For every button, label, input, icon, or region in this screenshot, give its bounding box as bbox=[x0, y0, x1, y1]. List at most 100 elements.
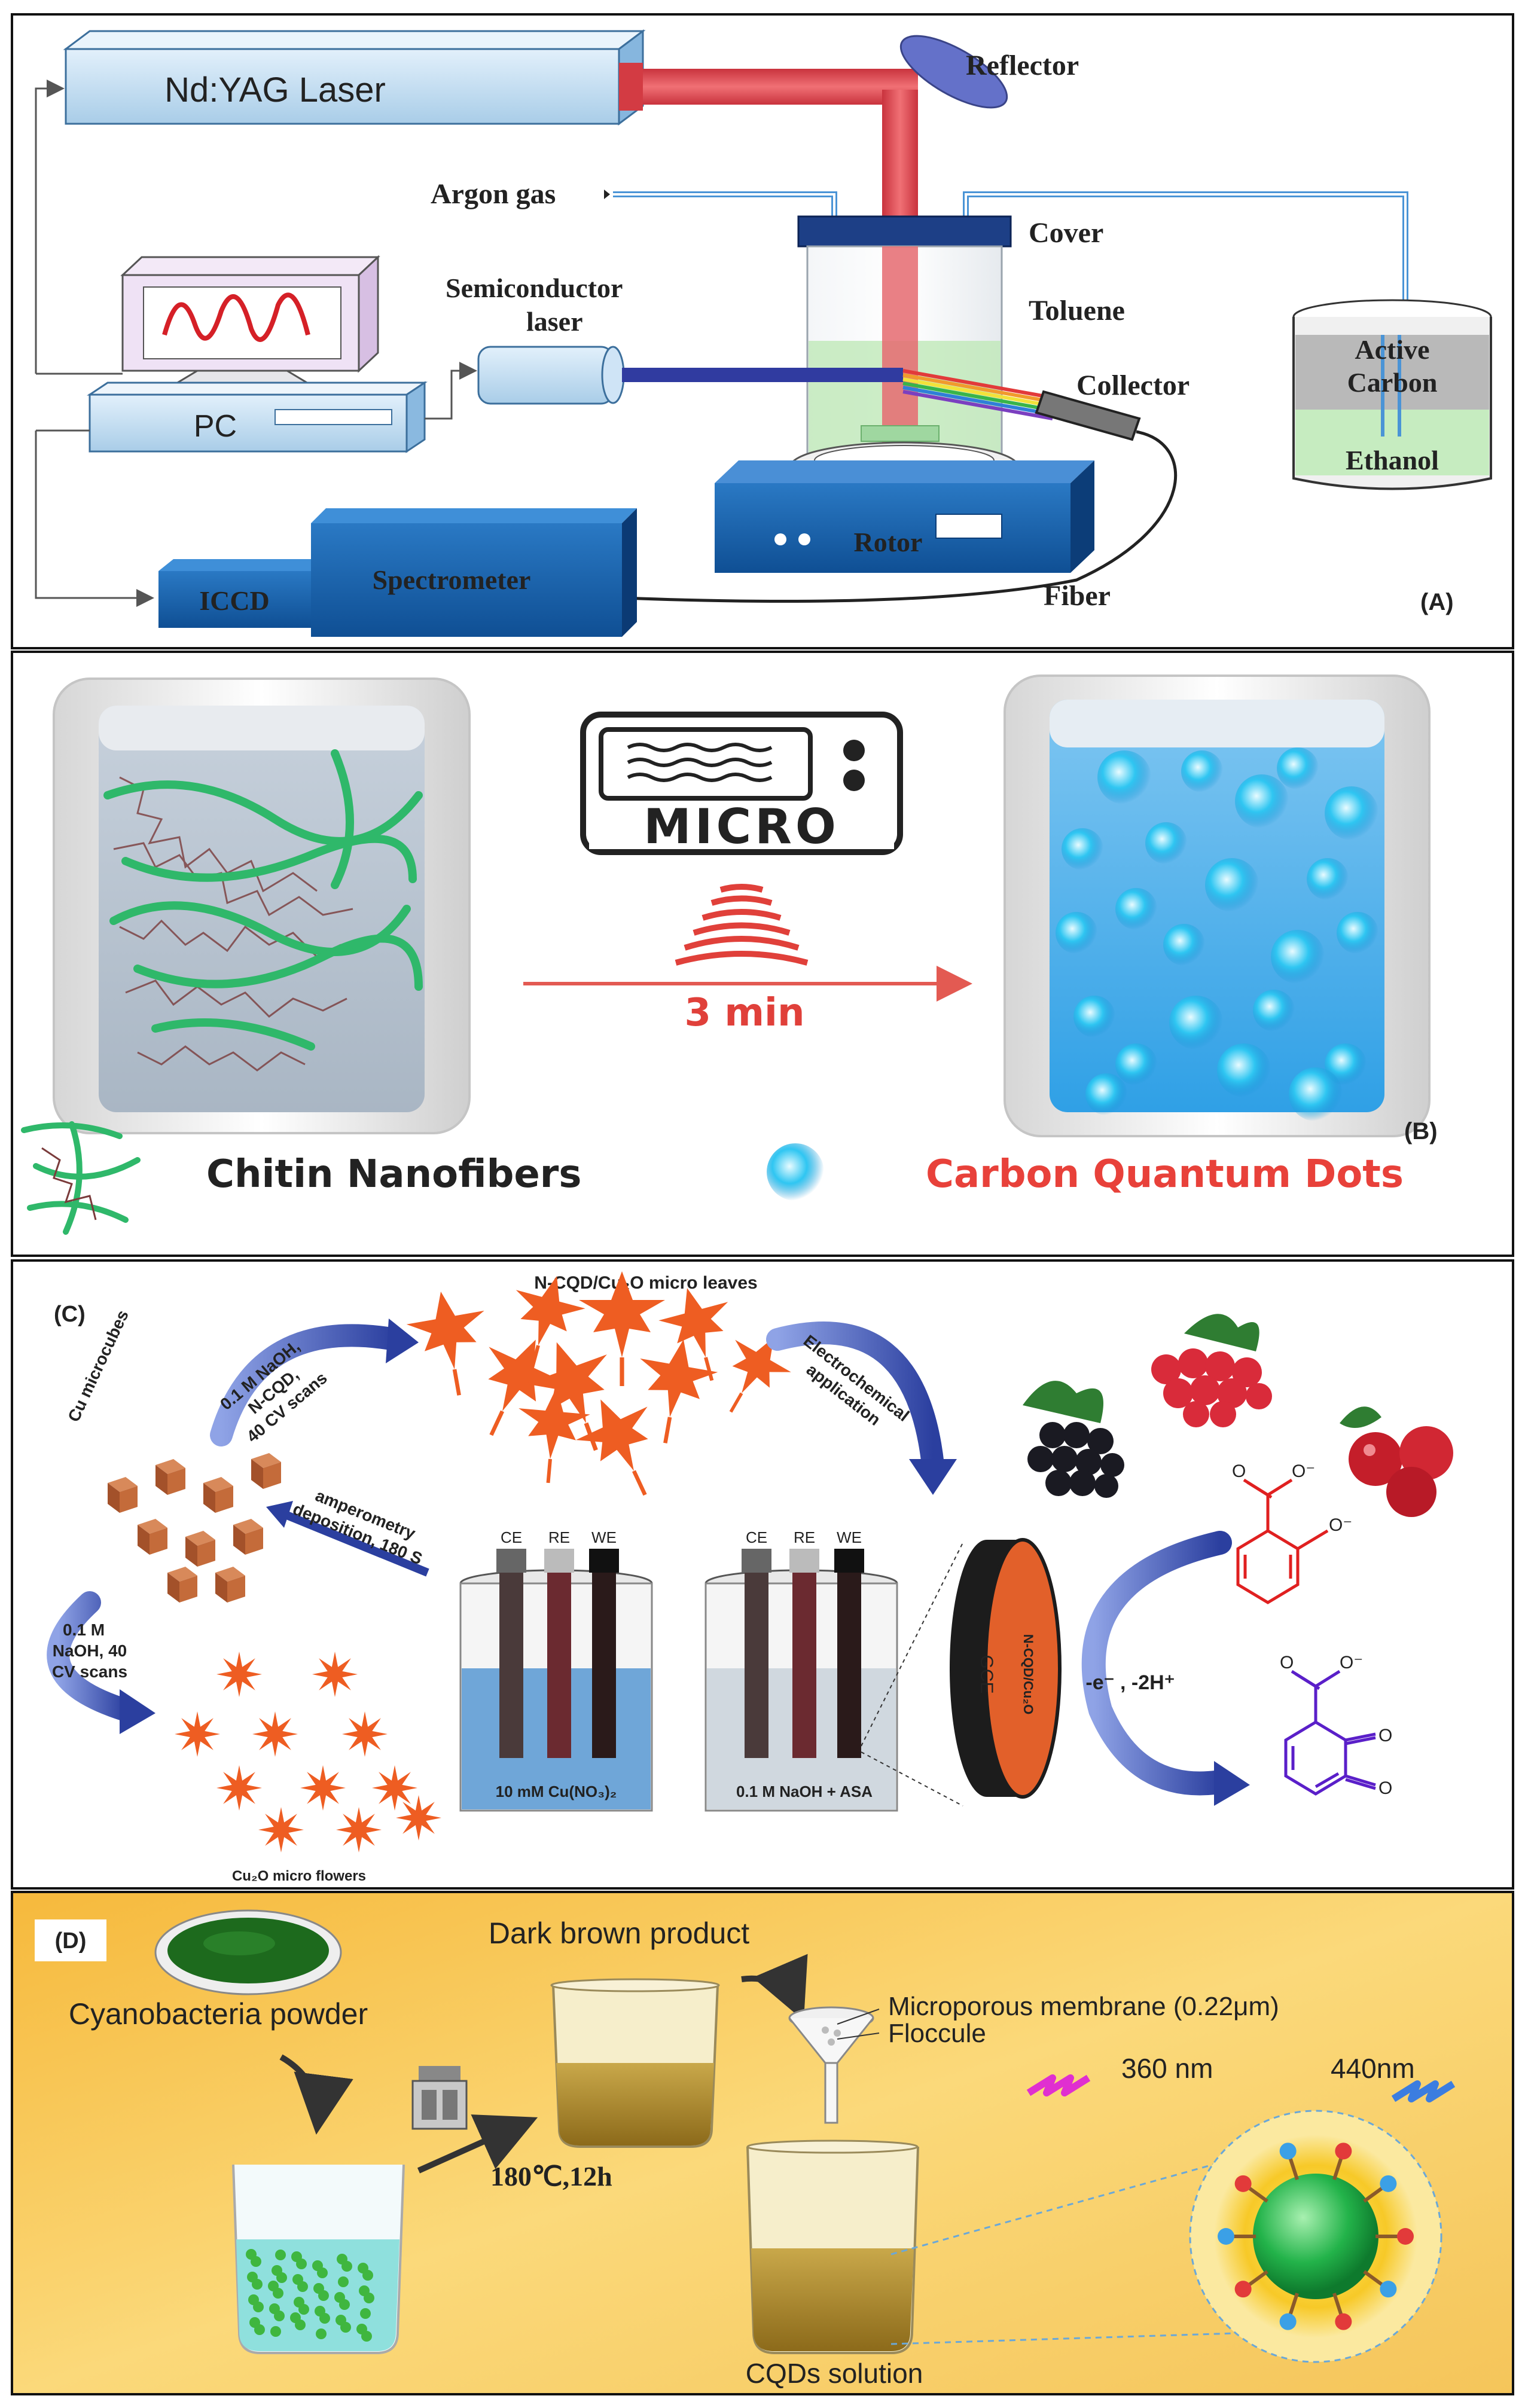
cube bbox=[138, 1519, 167, 1555]
cell-1: CE RE WE 10 mM Cu(NO₃)₂ bbox=[459, 1528, 653, 1812]
particle bbox=[276, 2272, 287, 2283]
particle bbox=[364, 2293, 374, 2303]
cu2o-micro-flowers bbox=[175, 1652, 441, 1852]
cube bbox=[108, 1477, 138, 1513]
leaves-title: N-CQD/Cu₂O micro leaves bbox=[534, 1273, 757, 1293]
pc-laser-link bbox=[35, 80, 65, 374]
cube bbox=[167, 1567, 197, 1603]
flowers-label: Cu₂O micro flowers bbox=[232, 1868, 366, 1884]
arrow-electrochemical bbox=[766, 1321, 944, 1476]
salicylate-o2: O⁻ bbox=[1292, 1461, 1315, 1481]
cover-label: Cover bbox=[1029, 217, 1103, 249]
salicylate-o3: O⁻ bbox=[1329, 1515, 1352, 1535]
particle bbox=[339, 2299, 350, 2310]
reflector-label: Reflector bbox=[966, 50, 1079, 81]
leaf bbox=[526, 1342, 607, 1451]
rotor-label: Rotor bbox=[854, 527, 923, 557]
beaker-mix bbox=[232, 2164, 405, 2354]
cqd-dot bbox=[1235, 774, 1289, 828]
cell1-ce: CE bbox=[501, 1528, 522, 1546]
semiconductor-label-2: laser bbox=[526, 306, 583, 337]
cell-2: CE RE WE 0.1 M NaOH + ASA bbox=[704, 1528, 898, 1812]
fiber-line bbox=[624, 430, 1178, 603]
fiber-label: Fiber bbox=[1044, 580, 1111, 612]
flower bbox=[372, 1765, 417, 1811]
carbon-label: Carbon bbox=[1347, 367, 1438, 398]
panel-b: MICRO 3 min bbox=[11, 651, 1514, 1257]
particle bbox=[298, 2304, 309, 2315]
emission-icon bbox=[1391, 2080, 1456, 2102]
salicylate-o1: O bbox=[1232, 1461, 1246, 1481]
flower bbox=[396, 1795, 441, 1841]
cqd-sphere bbox=[1253, 2174, 1378, 2299]
leaf bbox=[658, 1288, 728, 1381]
leaf bbox=[488, 1339, 561, 1436]
cell2-we: WE bbox=[837, 1528, 862, 1546]
quinone-o1: O bbox=[1280, 1653, 1294, 1673]
ligand-atom bbox=[1279, 2313, 1297, 2330]
particle bbox=[273, 2288, 283, 2299]
particle bbox=[340, 2322, 351, 2333]
cube bbox=[233, 1519, 263, 1555]
cell2-re: RE bbox=[794, 1528, 815, 1546]
cqd-dot bbox=[1277, 747, 1319, 789]
ligand-atom bbox=[1234, 2281, 1252, 2298]
particle bbox=[270, 2326, 281, 2337]
collector-label: Collector bbox=[1076, 370, 1190, 401]
laser-beam-horizontal bbox=[643, 69, 918, 105]
floccule-label: Floccule bbox=[888, 2019, 986, 2048]
nm440-label: 440nm bbox=[1331, 2053, 1415, 2084]
collector bbox=[902, 369, 1141, 441]
ligand-atom bbox=[1380, 2281, 1397, 2298]
particle bbox=[297, 2281, 308, 2292]
petri-dish bbox=[154, 1909, 342, 1995]
temp-label: 180℃,12h bbox=[490, 2161, 612, 2192]
cqd-dot bbox=[1115, 888, 1157, 930]
ligand-atom bbox=[1380, 2175, 1397, 2192]
cell1-solution: 10 mM Cu(NO₃)₂ bbox=[496, 1783, 617, 1800]
ligand-atom bbox=[1335, 2313, 1352, 2330]
nm360-label: 360 nm bbox=[1121, 2053, 1213, 2084]
flower bbox=[216, 1652, 262, 1697]
cube bbox=[155, 1459, 185, 1495]
beaker-cqds bbox=[746, 2140, 919, 2354]
cell2-ce: CE bbox=[746, 1528, 767, 1546]
argon-gas-label: Argon gas bbox=[431, 178, 556, 210]
flower bbox=[216, 1765, 262, 1811]
semiconductor-laser bbox=[477, 346, 625, 405]
cqd-dots bbox=[1056, 747, 1378, 1121]
leaf bbox=[579, 1271, 665, 1386]
spectrometer-label: Spectrometer bbox=[373, 564, 531, 595]
pc: PC bbox=[87, 255, 428, 453]
excitation-icon bbox=[1026, 2074, 1091, 2096]
arrow-to-beaker bbox=[279, 2054, 353, 2135]
quinone-molecule bbox=[1284, 1670, 1376, 1796]
cqd-dot bbox=[1181, 750, 1223, 792]
cqd-dot bbox=[1307, 858, 1349, 900]
pc-label: PC bbox=[194, 409, 237, 444]
beaker-product bbox=[550, 1978, 720, 2148]
ligand-atom bbox=[1218, 2228, 1234, 2245]
particle bbox=[362, 2270, 373, 2281]
raspberry-image bbox=[1151, 1314, 1272, 1427]
panel-c: (C) N-CQD/Cu₂O micro leaves 0.1 M NaOH, … bbox=[11, 1259, 1514, 1890]
panel-d-tag-box bbox=[35, 1919, 106, 1961]
particle bbox=[361, 2331, 372, 2342]
membrane-label: Microporous membrane (0.22μm) bbox=[888, 1992, 1279, 2021]
cube bbox=[185, 1531, 215, 1567]
cqd-dot bbox=[1289, 1067, 1343, 1121]
arrow-oxidation bbox=[1081, 1531, 1232, 1796]
time-label: 3 min bbox=[685, 991, 805, 1035]
signal-curve bbox=[162, 292, 310, 342]
particle bbox=[296, 2259, 307, 2269]
legend-chitin bbox=[21, 1121, 141, 1235]
flower bbox=[252, 1711, 298, 1757]
flower bbox=[342, 1711, 388, 1757]
leaf bbox=[729, 1337, 791, 1413]
micro-label: MICRO bbox=[643, 799, 840, 854]
leaf bbox=[516, 1276, 585, 1369]
cu2o-micro-leaves bbox=[406, 1271, 791, 1496]
particle bbox=[295, 2320, 306, 2330]
salicylate-molecule bbox=[1236, 1478, 1329, 1604]
